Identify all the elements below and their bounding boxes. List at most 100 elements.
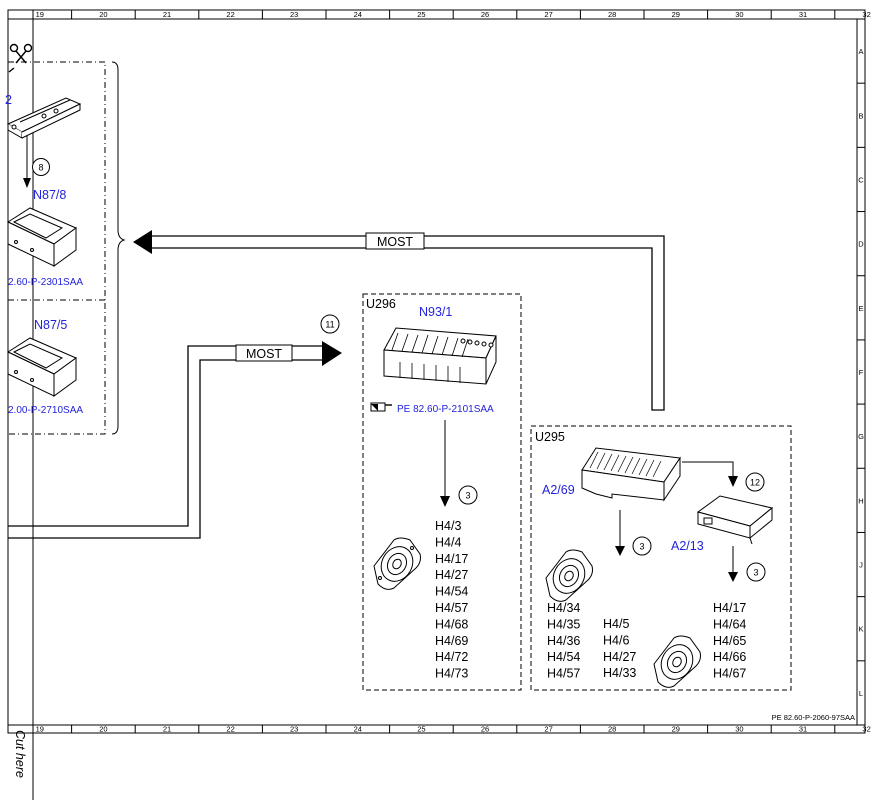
control-unit-icon: [6, 337, 78, 397]
speaker-code: H4/66: [713, 650, 746, 664]
speaker-code: H4/69: [435, 634, 468, 648]
badge-3: [458, 485, 478, 505]
n93-1-label: N93/1: [419, 305, 452, 319]
column-label: 29: [672, 725, 680, 734]
column-label: 29: [672, 10, 680, 19]
column-label: 22: [226, 10, 234, 19]
speaker-icon: [373, 537, 421, 590]
speaker-code: H4/68: [435, 617, 468, 631]
column-label: 27: [544, 10, 552, 19]
cut-here-label: Cut here: [13, 730, 27, 778]
row-label: A: [858, 47, 863, 56]
svg-text:3: 3: [753, 568, 758, 578]
n87-5-label: N87/5: [34, 318, 67, 332]
speaker-code: H4/72: [435, 650, 468, 664]
column-label: 30: [735, 725, 743, 734]
speaker-code: H4/64: [713, 617, 746, 631]
svg-text:12: 12: [750, 478, 760, 488]
row-label: D: [858, 240, 864, 249]
hand-pointer-icon: [370, 402, 392, 412]
group-brace: [111, 61, 126, 435]
speaker-code: H4/3: [435, 519, 461, 533]
u296-group: U296 N93/1 PE 82.60-P-2101S: [362, 293, 522, 691]
column-label: 26: [481, 10, 489, 19]
row-label: L: [859, 689, 863, 698]
a2-69-label: A2/69: [542, 483, 575, 497]
most-bus-upper: [150, 235, 665, 411]
column-label: 23: [290, 725, 298, 734]
n87-8-label: N87/8: [33, 188, 66, 202]
row-ruler-right: A B C D E F G H J K L: [857, 47, 865, 698]
amplifier-module-icon: [383, 327, 497, 385]
doc-reference: PE 82.60-P-2060-97SAA: [772, 713, 855, 722]
column-label: 31: [799, 10, 807, 19]
control-unit-icon: [6, 207, 78, 267]
a2-13-label: A2/13: [671, 539, 704, 553]
badge-3a: [632, 536, 652, 556]
u295-label: U295: [535, 430, 565, 444]
column-label: 32: [862, 10, 870, 19]
speaker-code: H4/17: [435, 552, 468, 566]
u296-label: U296: [366, 297, 396, 311]
most-upper-label: MOST: [377, 235, 413, 249]
speaker-code: H4/33: [603, 666, 636, 680]
speaker-code: H4/27: [603, 650, 636, 664]
column-label: 24: [354, 10, 362, 19]
ref-2301: 2.60-P-2301SAA: [8, 277, 83, 288]
badge-3b: [746, 562, 766, 582]
speaker-code: H4/57: [435, 601, 468, 615]
speaker-code: H4/27: [435, 568, 468, 582]
badge-8: [32, 158, 50, 176]
row-label: B: [858, 111, 863, 120]
column-label: 25: [417, 10, 425, 19]
column-label: 21: [163, 725, 171, 734]
column-label: 30: [735, 10, 743, 19]
row-label: G: [858, 432, 864, 441]
speaker-code: H4/5: [603, 617, 629, 631]
row-label: K: [858, 625, 863, 634]
speaker-code: H4/65: [713, 634, 746, 648]
most-lower-arrowhead: [322, 341, 342, 366]
left-module-group: 2 8 N87/8 2.60-P-2301SAA N87/5 2.00-P-27…: [5, 61, 126, 435]
ref-2710: 2.00-P-2710SAA: [8, 405, 83, 416]
row-label: H: [858, 496, 863, 505]
speaker-code: H4/54: [547, 650, 580, 664]
column-label: 28: [608, 725, 616, 734]
speaker-code: H4/36: [547, 634, 580, 648]
speaker-code: H4/67: [713, 667, 746, 681]
amplifier-module-icon: [581, 447, 681, 502]
column-label: 20: [99, 725, 107, 734]
speaker-code: H4/4: [435, 535, 461, 549]
scissors-icon: [8, 43, 33, 73]
row-label: F: [859, 368, 864, 377]
speaker-code: H4/17: [713, 601, 746, 615]
control-unit-icon: [696, 495, 774, 545]
column-label: 20: [99, 10, 107, 19]
row-label: C: [858, 175, 864, 184]
column-label: 31: [799, 725, 807, 734]
speaker-code: H4/34: [547, 601, 580, 615]
column-label: 26: [481, 725, 489, 734]
svg-text:3: 3: [639, 542, 644, 552]
left-top-partial-label: 2: [5, 93, 12, 107]
speaker-icon: [653, 635, 701, 688]
column-label: 25: [417, 725, 425, 734]
column-label: 27: [544, 725, 552, 734]
column-label: 19: [36, 725, 44, 734]
most-lower-label: MOST: [246, 347, 282, 361]
row-label: E: [858, 304, 863, 313]
badge-12: [745, 472, 765, 492]
speaker-code: H4/73: [435, 667, 468, 681]
panel-device-icon: [6, 97, 82, 139]
row-label: J: [859, 561, 863, 570]
column-label: 21: [163, 10, 171, 19]
column-label: 24: [354, 725, 362, 734]
speaker-icon: [545, 549, 593, 602]
svg-text:3: 3: [465, 491, 470, 501]
svg-text:8: 8: [38, 163, 43, 173]
